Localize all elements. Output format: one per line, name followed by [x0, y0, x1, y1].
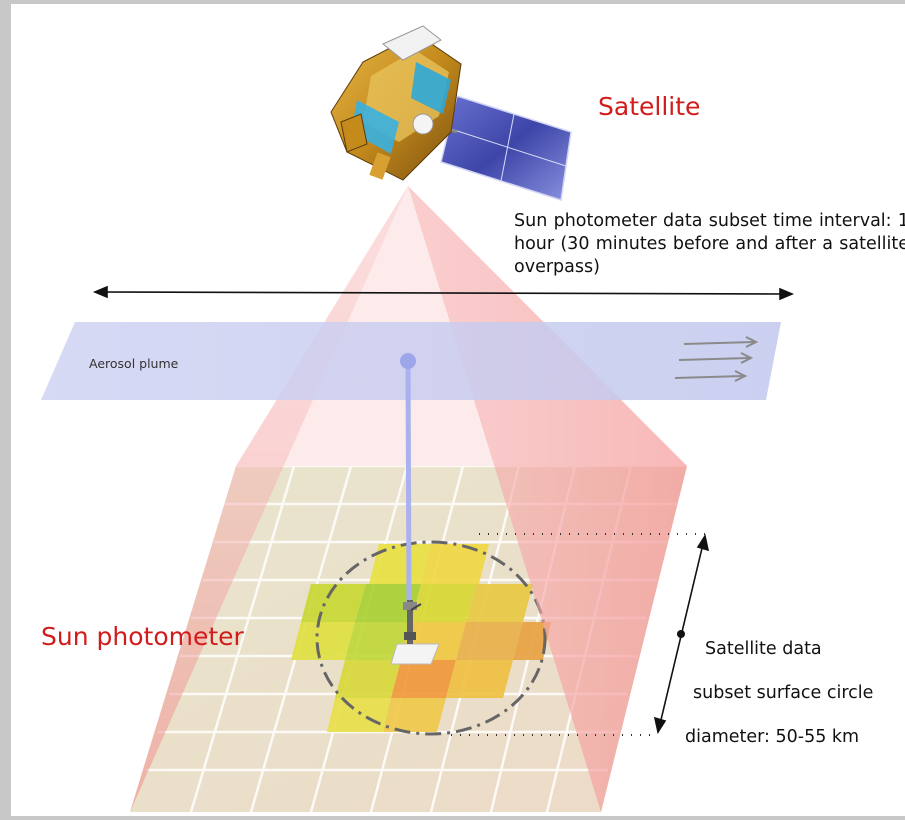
photometer-aim-point [400, 353, 416, 369]
time-interval-arrow [92, 285, 795, 301]
subset-circle [315, 540, 547, 736]
time-interval-note: Sun photometer data subset time interval… [514, 211, 905, 277]
diagram-graphic [41, 25, 795, 813]
satellite-icon [330, 25, 572, 201]
satellite-label: Satellite [598, 92, 701, 121]
sun-photometer-label: Sun photometer [41, 622, 244, 651]
diagram-canvas: Satellite Sun photometer data subset tim… [11, 4, 905, 816]
sun-photometer-instrument [390, 600, 440, 665]
subset-circle-note: Satellite data subset surface circle dia… [685, 616, 873, 770]
subset-pixels [291, 544, 551, 732]
subset-note-line2: subset surface circle [693, 683, 874, 703]
photometer-line-of-sight [405, 360, 412, 605]
subset-note-line3: diameter: 50-55 km [685, 727, 860, 747]
diameter-arrow [653, 533, 710, 735]
aerosol-plume-label: Aerosol plume [89, 356, 179, 371]
diameter-guide-lines [451, 533, 706, 736]
plume-direction-arrows [674, 336, 759, 382]
subset-note-line1: Satellite data [705, 639, 822, 659]
